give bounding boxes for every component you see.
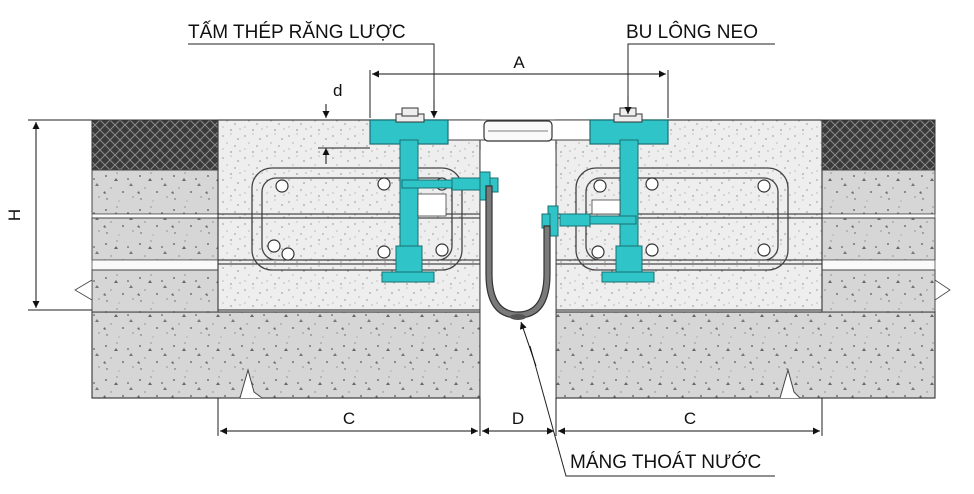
dimension-h: H <box>5 119 92 311</box>
dimension-h-label: H <box>5 209 24 221</box>
callout-anchor-bolt: BU LÔNG NEO <box>624 21 775 114</box>
gutter-bottom-clip <box>510 314 526 320</box>
label-anchor-bolt: BU LÔNG NEO <box>626 21 758 43</box>
dimension-bottom: C D C <box>217 398 823 436</box>
dimension-d-gap-label: D <box>512 409 524 428</box>
callout-drain-gutter: MÁNG THOÁT NƯỚC <box>519 321 775 477</box>
anchor-bolt-left <box>381 107 499 283</box>
callout-comb-plate: TẤM THÉP RĂNG LƯỢC <box>188 21 438 118</box>
dimension-a: A <box>369 53 669 118</box>
dimension-d-small-label: d <box>333 81 342 100</box>
label-comb-plate: TẤM THÉP RĂNG LƯỢC <box>188 21 406 43</box>
dimension-d-small: d <box>318 81 370 164</box>
dimension-c-right-label: C <box>684 409 696 428</box>
drain-gutter <box>485 185 551 319</box>
comb-plate-assembly <box>369 119 669 145</box>
dimension-c-left-label: C <box>343 409 355 428</box>
dimension-a-label: A <box>513 53 525 72</box>
anchor-bolt-right <box>541 107 655 283</box>
side-pavement-layers <box>74 119 951 313</box>
label-drain-gutter: MÁNG THOÁT NƯỚC <box>570 451 761 473</box>
